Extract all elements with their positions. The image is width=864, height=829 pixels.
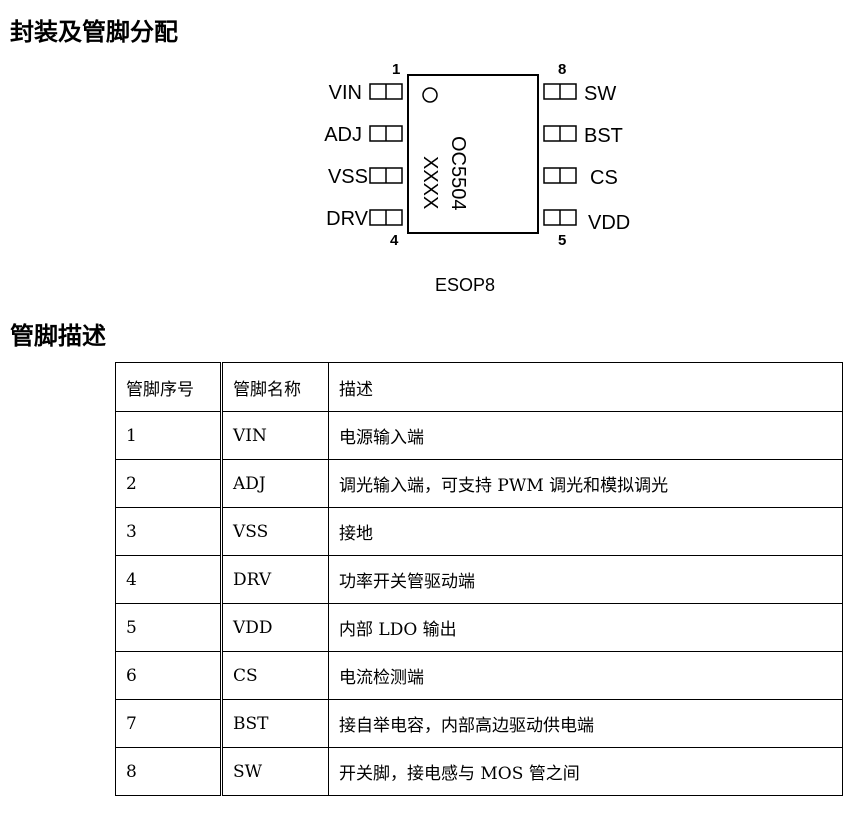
cell-pin-name: CS [221,651,329,700]
package-name: ESOP8 [435,275,495,295]
pin-label-cs: CS [590,167,618,189]
cell-pin-name: VDD [221,603,329,652]
table-row: 4 DRV 功率开关管驱动端 [115,555,843,604]
cell-description: 电源输入端 [328,411,843,460]
cell-pin-number: 1 [115,411,223,460]
pin-label-sw: SW [584,83,616,105]
cell-pin-name: VSS [221,507,329,556]
pin-label-vdd: VDD [588,212,630,234]
pin-number-4: 4 [390,232,399,249]
cell-description: 接地 [328,507,843,556]
pin-label-drv: DRV [326,208,369,230]
cell-pin-number: 4 [115,555,223,604]
pin-description-table: 管脚序号 管脚名称 描述 1 VIN 电源输入端 2 ADJ 调光输入端，可支持… [115,362,843,796]
header-pin-name: 管脚名称 [221,362,329,412]
cell-pin-name: VIN [221,411,329,460]
cell-pin-number: 3 [115,507,223,556]
cell-pin-name: SW [221,747,329,796]
cell-description: 接自举电容，内部高边驱动供电端 [328,699,843,748]
pin-label-bst: BST [584,125,623,147]
cell-description: 内部 LDO 输出 [328,603,843,652]
pin-label-adj: ADJ [324,124,362,146]
pin-number-5: 5 [558,232,566,249]
cell-pin-number: 2 [115,459,223,508]
cell-description: 功率开关管驱动端 [328,555,843,604]
cell-pin-number: 6 [115,651,223,700]
pin-number-1: 1 [392,61,400,78]
cell-pin-number: 8 [115,747,223,796]
section-title-pin-description: 管脚描述 [10,322,106,350]
cell-pin-name: ADJ [221,459,329,508]
pin-label-vss: VSS [328,166,368,188]
table-row: 2 ADJ 调光输入端，可支持 PWM 调光和模拟调光 [115,459,843,508]
cell-description: 电流检测端 [328,651,843,700]
table-row: 5 VDD 内部 LDO 输出 [115,603,843,652]
cell-pin-name: DRV [221,555,329,604]
cell-pin-number: 7 [115,699,223,748]
cell-pin-number: 5 [115,603,223,652]
pin1-marker [422,87,438,103]
cell-description: 开关脚，接电感与 MOS 管之间 [328,747,843,796]
header-description: 描述 [328,362,843,412]
chip-marking-part: OC5504 [447,136,469,211]
table-row: 6 CS 电流检测端 [115,651,843,700]
table-row: 1 VIN 电源输入端 [115,411,843,460]
table-header-row: 管脚序号 管脚名称 描述 [115,362,843,412]
package-pinout-diagram: 1 4 8 5 VIN ADJ VSS DRV SW BST CS VDD OC… [324,61,630,295]
pin-label-vin: VIN [329,82,362,104]
cell-pin-name: BST [221,699,329,748]
header-pin-number: 管脚序号 [115,362,223,412]
chip-marking-code: XXXX [419,156,441,209]
table-row: 7 BST 接自举电容，内部高边驱动供电端 [115,699,843,748]
pin-number-8: 8 [558,61,566,78]
table-row: 8 SW 开关脚，接电感与 MOS 管之间 [115,747,843,796]
cell-description: 调光输入端，可支持 PWM 调光和模拟调光 [328,459,843,508]
table-row: 3 VSS 接地 [115,507,843,556]
section-title-pinout: 封装及管脚分配 [10,18,178,46]
